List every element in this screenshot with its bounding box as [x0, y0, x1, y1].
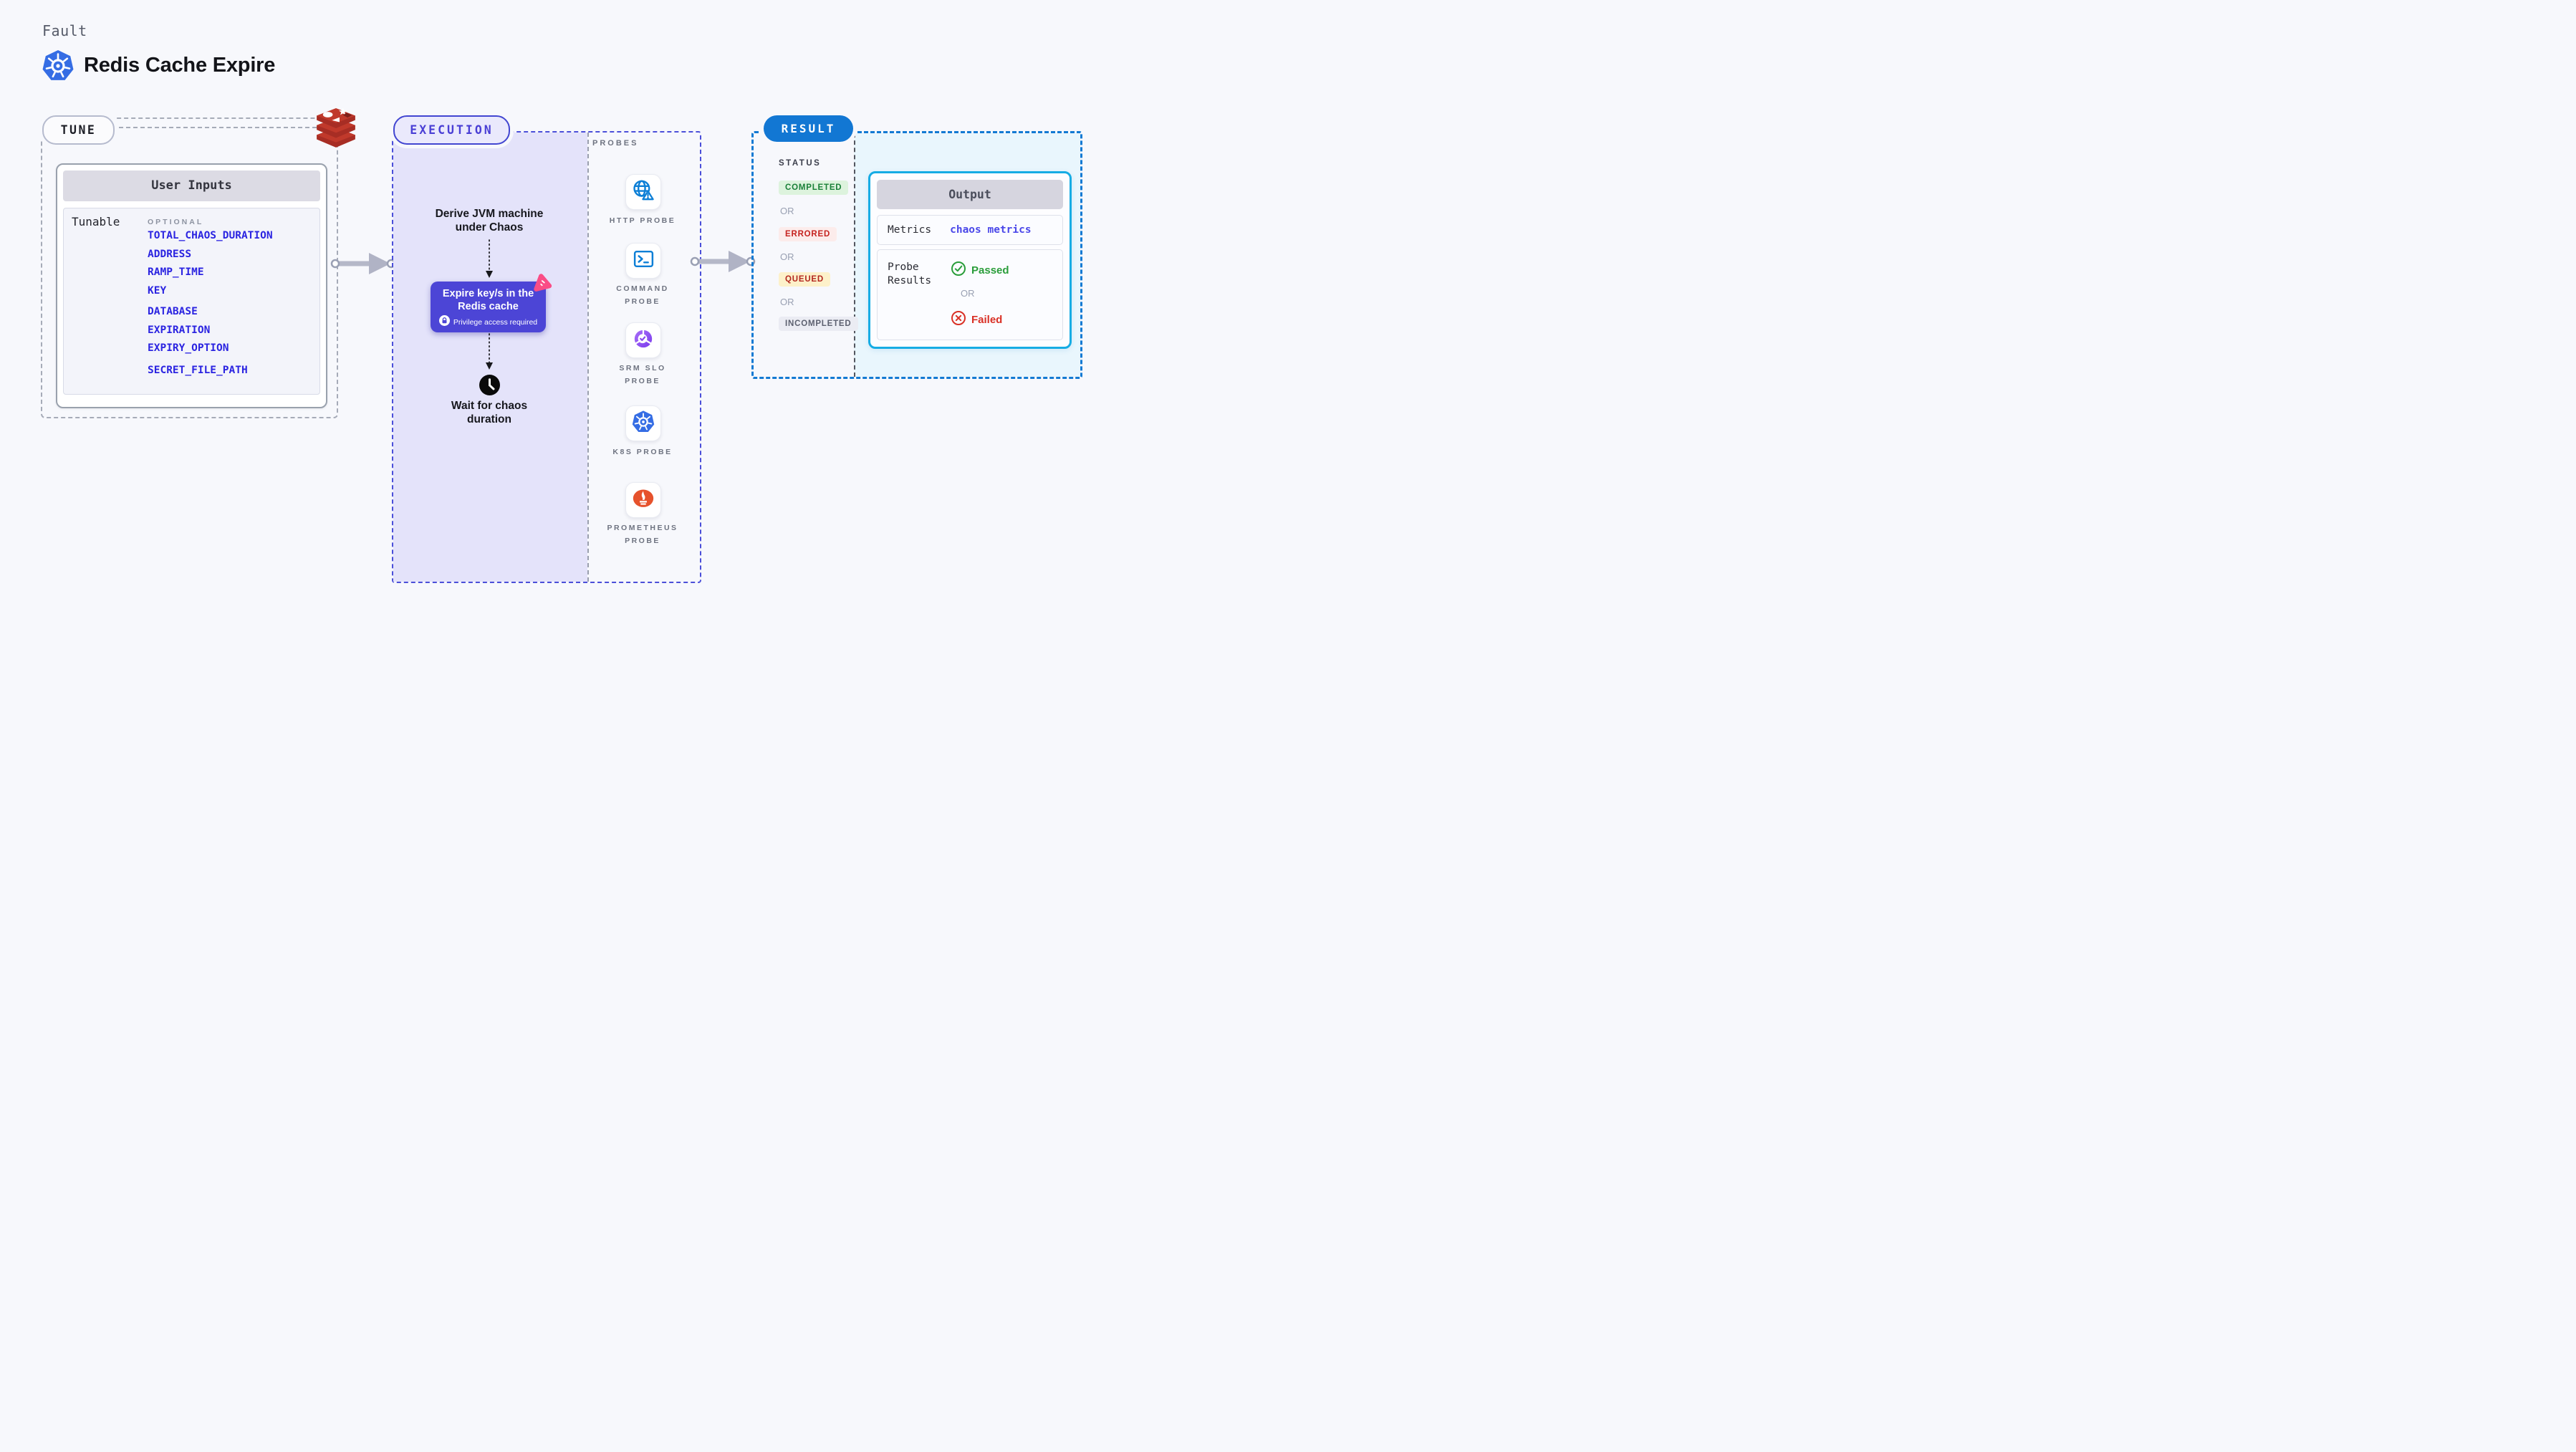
http-probe-label: HTTP PROBE — [609, 216, 676, 225]
or-separator: OR — [780, 206, 794, 216]
page-title: Redis Cache Expire — [84, 54, 276, 77]
lock-icon — [438, 315, 450, 330]
tune-to-redis-dashed-line — [119, 127, 317, 128]
param-link[interactable]: KEY — [148, 285, 167, 297]
chaos-icon — [532, 273, 554, 295]
metrics-label: Metrics — [888, 224, 932, 236]
execution-probes-divider — [587, 133, 589, 582]
clock-icon — [479, 374, 501, 396]
execution-pill: EXECUTION — [393, 115, 510, 145]
k8s-probe-label: K8S PROBE — [612, 448, 673, 456]
failed-result: Failed — [951, 310, 1002, 330]
prometheus-probe-card — [625, 482, 661, 518]
result-pill: RESULT — [764, 115, 853, 142]
prometheus-probe-icon — [630, 486, 656, 514]
down-arrow-icon — [484, 332, 494, 375]
output-title: Output — [877, 180, 1063, 209]
srm-slo-probe-icon — [631, 327, 655, 355]
optional-label: OPTIONAL — [148, 218, 204, 226]
k8s-probe-card — [625, 405, 661, 441]
status-badge-completed: COMPLETED — [779, 181, 849, 195]
metrics-value: chaos metrics — [950, 224, 1032, 236]
or-separator: OR — [780, 297, 794, 307]
redis-icon — [315, 106, 357, 149]
param-link[interactable]: EXPIRATION — [148, 324, 211, 336]
kubernetes-icon — [41, 49, 75, 83]
check-circle-icon — [951, 261, 966, 280]
param-link[interactable]: DATABASE — [148, 306, 198, 317]
privilege-badge: Privilege access required — [431, 315, 546, 330]
failed-label: Failed — [971, 314, 1003, 326]
status-badge-errored: ERRORED — [779, 227, 837, 241]
result-status-divider — [854, 133, 855, 377]
fault-kicker: Fault — [42, 22, 87, 39]
fault-diagram: Fault Redis Cache Expire — [0, 0, 1103, 622]
tune-section-box — [41, 117, 338, 418]
status-badge-incompleted: INCOMPLETED — [779, 317, 858, 331]
tunable-panel: Tunable OPTIONAL TOTAL_CHAOS_DURATION AD… — [63, 208, 320, 395]
flow-arrow-execution-to-result — [690, 246, 756, 281]
tunable-label: Tunable — [72, 215, 120, 229]
param-link[interactable]: EXPIRY_OPTION — [148, 342, 229, 354]
execution-section-box — [392, 131, 701, 583]
param-link[interactable]: SECRET_FILE_PATH — [148, 365, 248, 376]
status-heading: STATUS — [779, 159, 822, 168]
param-link[interactable]: ADDRESS — [148, 249, 192, 260]
http-probe-card — [625, 174, 661, 210]
srm-slo-probe-card — [625, 322, 661, 358]
metrics-row: Metrics chaos metrics — [877, 215, 1063, 245]
or-separator: OR — [780, 251, 794, 262]
x-circle-icon — [951, 310, 966, 330]
user-inputs-title: User Inputs — [63, 170, 320, 201]
passed-result: Passed — [951, 261, 1009, 280]
probes-heading: PROBES — [592, 139, 639, 148]
tune-pill: TUNE — [42, 115, 115, 145]
or-separator: OR — [961, 288, 975, 299]
user-inputs-card: User Inputs Tunable OPTIONAL TOTAL_CHAOS… — [56, 163, 327, 408]
k8s-probe-icon — [631, 410, 655, 438]
flow-arrow-tune-to-execution — [330, 248, 396, 283]
status-badge-queued: QUEUED — [779, 272, 831, 287]
passed-label: Passed — [971, 264, 1009, 277]
down-arrow-icon — [484, 239, 494, 283]
command-probe-icon — [632, 247, 655, 274]
execution-flow-panel — [393, 133, 587, 582]
command-probe-card — [625, 243, 661, 279]
param-link[interactable]: RAMP_TIME — [148, 266, 204, 278]
http-probe-icon — [631, 178, 655, 206]
param-link[interactable]: TOTAL_CHAOS_DURATION — [148, 230, 273, 241]
privilege-badge-text: Privilege access required — [453, 318, 538, 327]
